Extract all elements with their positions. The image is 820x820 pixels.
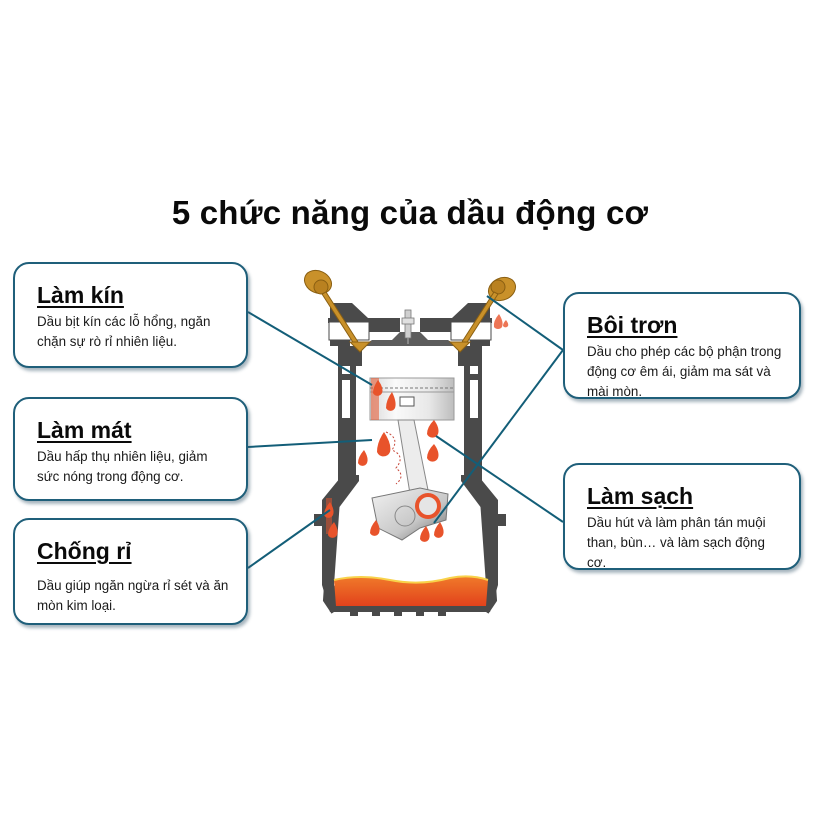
function-box-anti-rust: Chống rỉ Dầu giúp ngăn ngừa rỉ sét và ăn… bbox=[13, 518, 248, 625]
function-description: Dầu hút và làm phân tán muội than, bùn… … bbox=[587, 515, 766, 570]
piston bbox=[369, 377, 455, 421]
function-heading: Bôi trơn bbox=[587, 312, 678, 338]
function-heading: Làm sạch bbox=[587, 483, 694, 509]
connecting-rod bbox=[371, 419, 449, 541]
intake-valve bbox=[303, 269, 372, 353]
page-title: 5 chức năng của dầu động cơ bbox=[171, 194, 649, 231]
oil-droplets bbox=[324, 314, 509, 542]
function-heading: Chống rỉ bbox=[37, 538, 132, 564]
function-box-lubrication: Bôi trơn Dầu cho phép các bộ phận trong … bbox=[563, 292, 801, 399]
function-description: Dầu hấp thụ nhiên liệu, giảm sức nóng tr… bbox=[37, 449, 208, 484]
oil-sump bbox=[334, 576, 488, 606]
function-heading: Làm kín bbox=[37, 282, 124, 308]
function-description: Dầu bịt kín các lỗ hổng, ngăn chặn sự rò… bbox=[37, 314, 211, 349]
spark-plug-icon bbox=[401, 309, 415, 344]
function-box-sealing: Làm kín Dầu bịt kín các lỗ hổng, ngăn ch… bbox=[13, 262, 248, 368]
exhaust-valve bbox=[448, 276, 517, 353]
function-description: Dầu giúp ngăn ngừa rỉ sét và ăn mòn kim … bbox=[37, 578, 229, 613]
function-box-cleaning: Làm sạch Dầu hút và làm phân tán muội th… bbox=[563, 463, 801, 570]
function-heading: Làm mát bbox=[37, 417, 132, 443]
leader-lines bbox=[247, 295, 564, 569]
function-description: Dầu cho phép các bộ phận trong động cơ ê… bbox=[587, 344, 782, 399]
function-box-cooling: Làm mát Dầu hấp thụ nhiên liệu, giảm sức… bbox=[13, 397, 248, 501]
crankcase bbox=[322, 478, 498, 612]
